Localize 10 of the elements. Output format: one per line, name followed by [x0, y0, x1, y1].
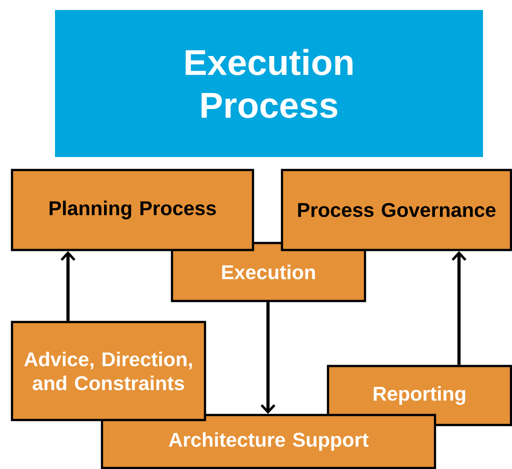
title-box: Execution Process: [55, 10, 483, 157]
arrow: [452, 251, 466, 365]
process-box: Advice, Direction, and Constraints: [10, 320, 206, 422]
process-box: Architecture Support: [100, 414, 436, 469]
process-box: Process Governance: [280, 168, 512, 252]
process-box: Reporting: [326, 364, 512, 426]
node-label: Reporting: [374, 386, 466, 405]
process-box: Planning Process: [10, 168, 254, 252]
arrow: [260, 302, 276, 414]
arrow: [60, 251, 76, 321]
